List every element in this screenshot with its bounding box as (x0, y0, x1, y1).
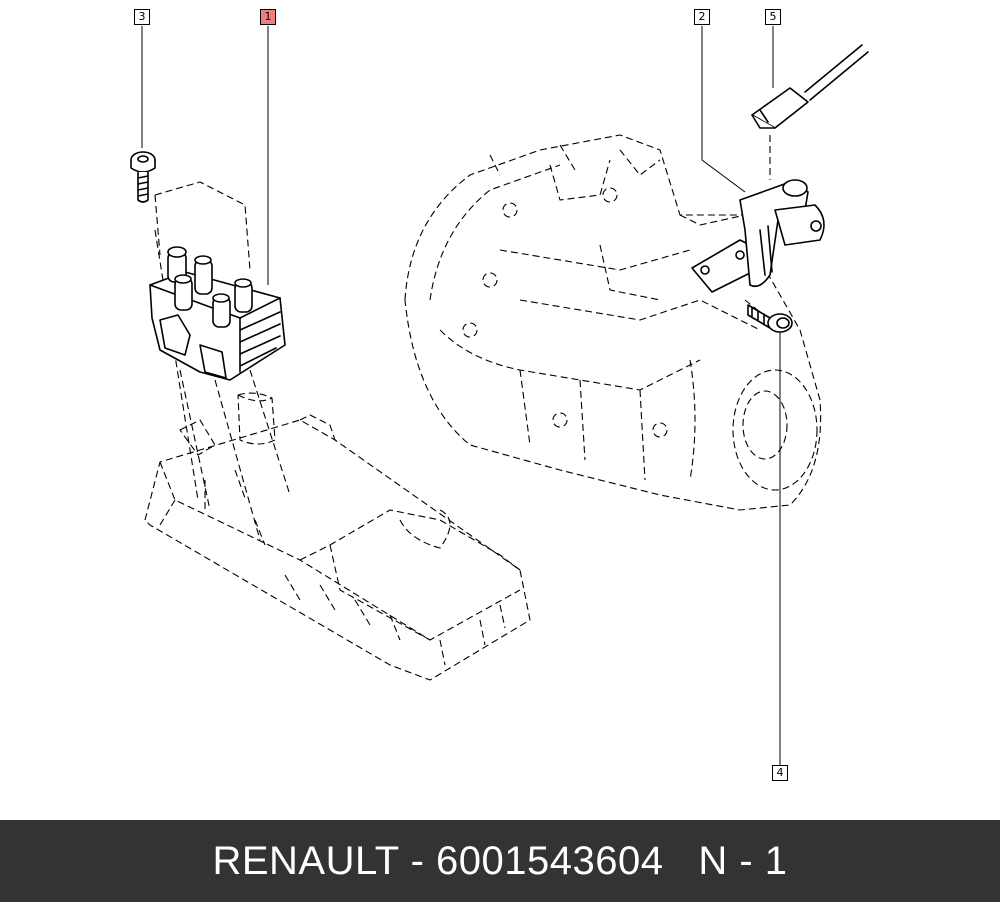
valve-cover-outline (144, 392, 531, 681)
callout-2: 2 (694, 9, 710, 25)
crankshaft-sensor (691, 179, 825, 293)
callout-1: 1 (260, 9, 276, 25)
callout-3: 3 (134, 9, 150, 25)
assembly-guides (154, 181, 291, 541)
ignition-coil (149, 246, 286, 381)
callout-4: 4 (772, 765, 788, 781)
sensor-connector (751, 44, 869, 129)
gearbox-outline (404, 134, 822, 511)
footer-bar: RENAULT - 6001543604 N - 1 (0, 820, 1000, 902)
parts-diagram: 3 1 2 5 4 (130, 9, 869, 781)
callout-5: 5 (765, 9, 781, 25)
sensor-screw (747, 304, 793, 333)
coil-bolt (130, 151, 156, 203)
part-number-caption: RENAULT - 6001543604 N - 1 (212, 838, 788, 883)
leader-line-2 (701, 26, 746, 193)
exploded-view-drawing (130, 26, 869, 765)
